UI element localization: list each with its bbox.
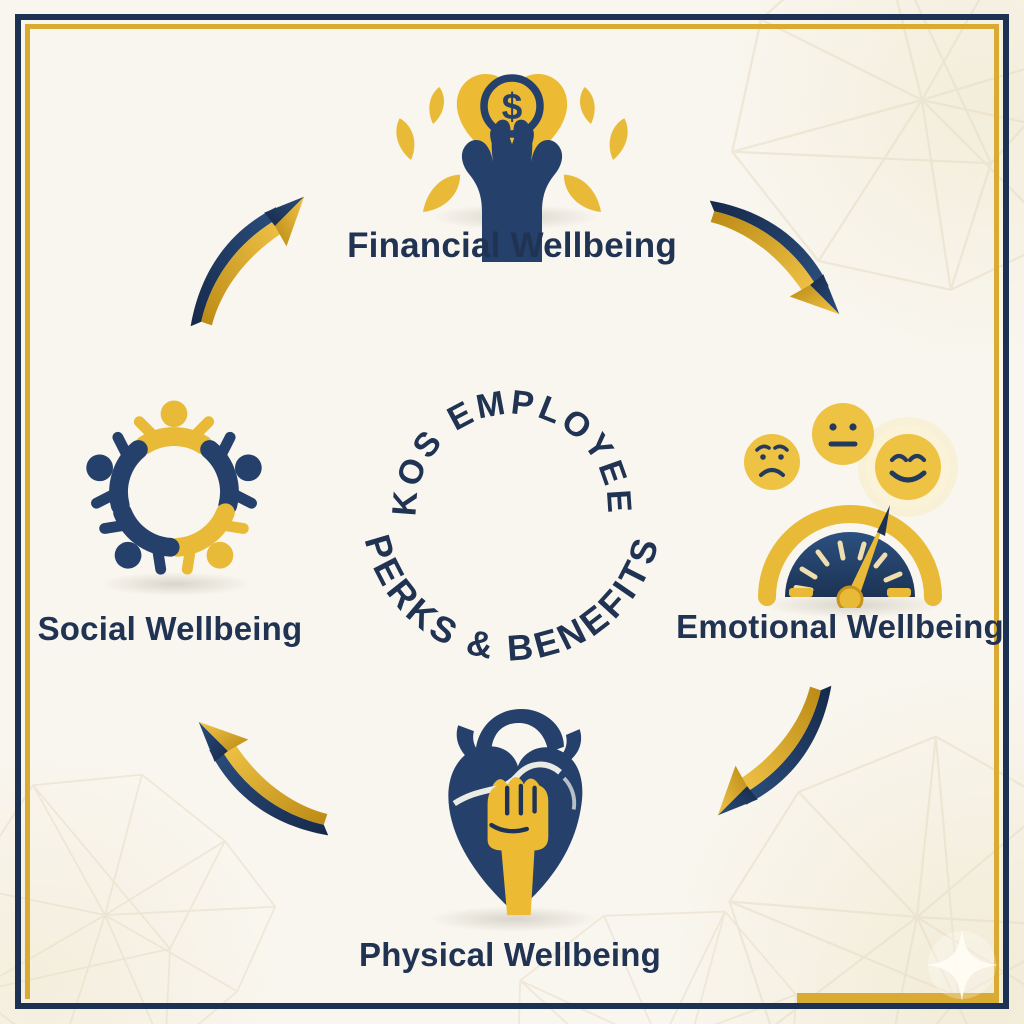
happy-face-icon	[875, 434, 941, 500]
social-label: Social Wellbeing	[37, 610, 303, 647]
sad-face-icon	[744, 434, 800, 490]
fist	[487, 777, 549, 916]
bottom-gold-accent-bar	[797, 993, 999, 1003]
center-title-top-arc: KOS EMPLOYEE	[385, 383, 635, 517]
physical-label: Physical Wellbeing	[359, 936, 661, 973]
arrow-financial-to-emotional	[709, 200, 840, 315]
mood-gauge-icon	[744, 403, 958, 608]
neutral-face-icon	[812, 403, 874, 465]
emotional-label: Emotional Wellbeing	[676, 608, 1004, 645]
financial-label: Financial Wellbeing	[347, 226, 677, 265]
inner-frame-border	[25, 24, 999, 999]
svg-text:KOS EMPLOYEE: KOS EMPLOYEE	[385, 383, 638, 517]
hands-holding-dollar-heart-icon: $	[391, 74, 633, 262]
anatomical-heart-fist-icon	[448, 708, 583, 916]
gauge	[758, 505, 942, 608]
dollar-symbol: $	[502, 86, 523, 127]
outer-frame-border	[15, 14, 1009, 1009]
sparkle-decoration	[926, 929, 998, 1001]
center-arc-title: KOS EMPLOYEE PERKS & BENEFITS	[357, 383, 668, 669]
svg-text:PERKS & BENEFITS: PERKS & BENEFITS	[357, 530, 668, 669]
center-title-bottom-arc: PERKS & BENEFITS	[357, 530, 664, 669]
arrow-social-to-financial	[190, 196, 305, 327]
arrow-emotional-to-physical	[717, 685, 832, 816]
social-icon-shadow	[98, 572, 253, 596]
arrow-physical-to-social	[198, 721, 329, 836]
community-people-circle-icon	[80, 396, 268, 584]
